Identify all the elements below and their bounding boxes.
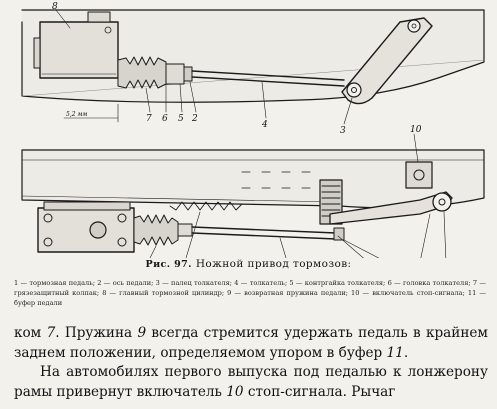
figure-caption: Рис. 97.Ножной привод тормозов:	[0, 258, 497, 270]
ref-11: 11	[386, 344, 404, 361]
body-text: ком 7. Пружина 9 всегда стремится удержа…	[14, 324, 488, 402]
side-view-drawing	[21, 133, 485, 258]
callout-4: 4	[261, 120, 268, 130]
figure-number: Рис. 97.	[145, 259, 192, 270]
callout-3: 3	[340, 126, 346, 136]
callout-5: 5	[178, 114, 184, 124]
paragraph-1: ком 7. Пружина 9 всегда стремится удержа…	[14, 324, 488, 363]
callout-6: 6	[162, 114, 168, 124]
top-view-drawing	[21, 9, 485, 125]
ref-10: 10	[226, 383, 244, 400]
figure-legend: 1 — тормозная педаль; 2 — ось педали; 3 …	[14, 279, 486, 308]
p1-mid: . Пружина	[55, 325, 138, 341]
ref-9: 9	[137, 325, 147, 341]
p1-text: всегда стремится удержать педаль в крайн…	[14, 325, 489, 361]
callout-8: 8	[52, 2, 58, 12]
p1-end: .	[403, 344, 409, 361]
p2-text: На автомобилях первого выпуска под педал…	[14, 364, 488, 400]
callout-10: 10	[410, 125, 422, 135]
dimension-label: 5,2 мм	[66, 111, 87, 118]
ref-7: 7	[46, 325, 56, 341]
p2-end: стоп-сигнала. Рычаг	[243, 383, 396, 400]
callout-7: 7	[146, 114, 152, 124]
figure-title: Ножной привод тормозов:	[195, 258, 352, 270]
brake-drive-figure: 8 7 6 5 4 3 2 5,2 мм 7 9 4 3 10 11 2 1	[21, 2, 485, 258]
callout-2: 2	[191, 114, 198, 124]
paragraph-2: На автомобилях первого выпуска под педал…	[14, 363, 488, 402]
p1-start: ком	[14, 325, 47, 341]
